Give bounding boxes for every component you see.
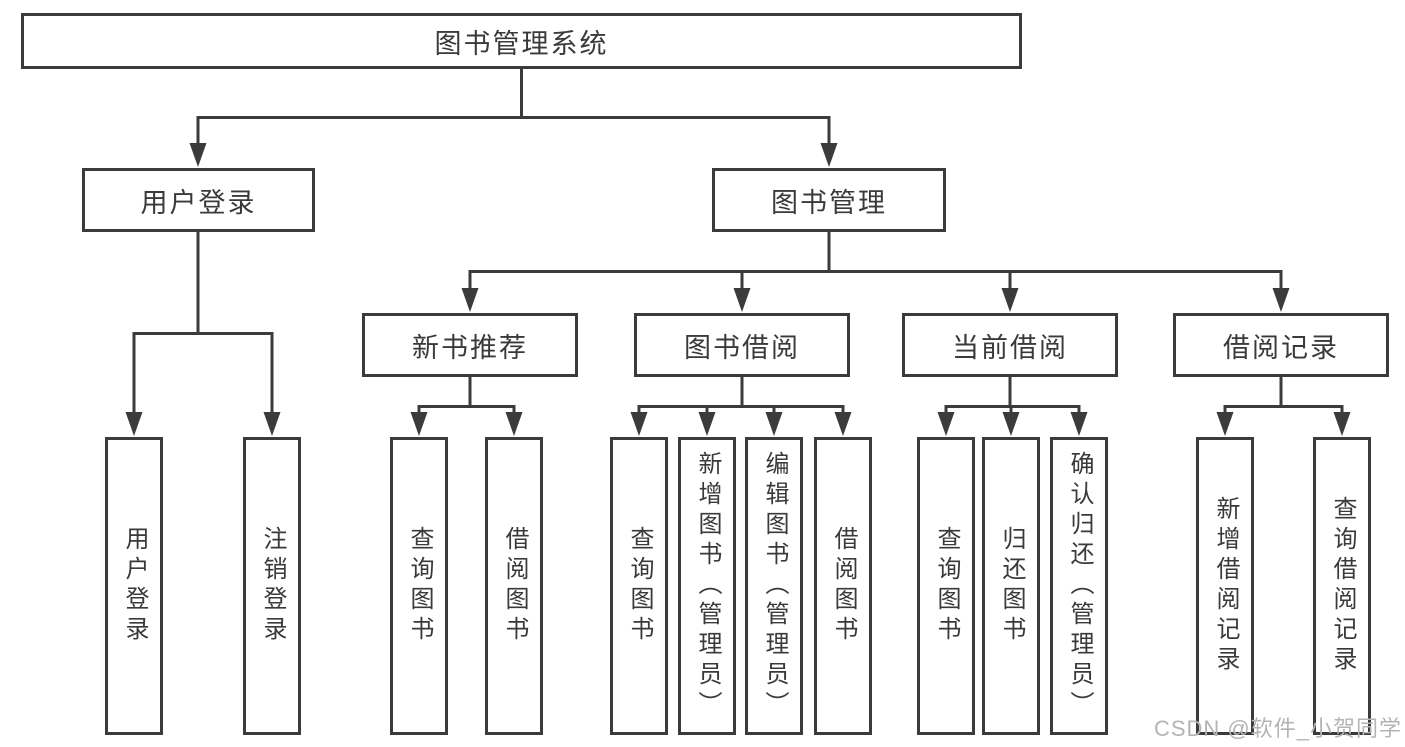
- leaf-newbook-borrow-books: 借阅图书: [485, 437, 543, 735]
- node-borrow-records: 借阅记录: [1173, 313, 1389, 377]
- arrow-down-icon: [189, 143, 207, 167]
- leaf-borrow-add-books-admin-label: 新增图书（管理员）: [694, 451, 721, 721]
- arrow-down-icon: [820, 143, 838, 167]
- arrow-down-icon: [1216, 412, 1234, 436]
- arrow-down-icon: [1272, 288, 1290, 312]
- node-user-login-label: 用户登录: [140, 187, 257, 218]
- arrow-down-icon: [698, 412, 716, 436]
- arrow-down-icon: [461, 288, 479, 312]
- leaf-current-query-books: 查询图书: [917, 437, 975, 735]
- leaf-borrow-borrow-books-label: 借阅图书: [830, 526, 857, 646]
- arrow-down-icon: [834, 412, 852, 436]
- arrow-down-icon: [1333, 412, 1351, 436]
- node-new-book-recommend-label: 新书推荐: [412, 332, 528, 363]
- leaf-borrow-query-books-label: 查询图书: [626, 526, 653, 646]
- node-book-management: 图书管理: [712, 168, 946, 232]
- node-borrow-records-label: 借阅记录: [1223, 332, 1339, 363]
- leaf-current-query-books-label: 查询图书: [933, 526, 960, 646]
- arrow-down-icon: [1002, 412, 1020, 436]
- node-root: 图书管理系统: [21, 13, 1022, 69]
- node-current-borrow: 当前借阅: [902, 313, 1118, 377]
- node-user-login: 用户登录: [82, 168, 315, 232]
- leaf-borrow-add-books-admin: 新增图书（管理员）: [678, 437, 736, 735]
- leaf-borrow-query-books: 查询图书: [610, 437, 668, 735]
- leaf-user-login: 用户登录: [105, 437, 163, 735]
- leaf-newbook-borrow-books-label: 借阅图书: [501, 526, 528, 646]
- leaf-newbook-query-books: 查询图书: [390, 437, 448, 735]
- arrow-down-icon: [1001, 288, 1019, 312]
- node-book-borrow-label: 图书借阅: [684, 332, 800, 363]
- arrow-down-icon: [263, 412, 281, 436]
- arrow-down-icon: [1070, 412, 1088, 436]
- leaf-records-add-record: 新增借阅记录: [1196, 437, 1254, 735]
- arrow-down-icon: [505, 412, 523, 436]
- leaf-records-query-record-label: 查询借阅记录: [1329, 496, 1356, 676]
- leaf-records-add-record-label: 新增借阅记录: [1212, 496, 1239, 676]
- node-current-borrow-label: 当前借阅: [952, 332, 1068, 363]
- leaf-logout-label: 注销登录: [259, 526, 286, 646]
- leaf-borrow-edit-books-admin-label: 编辑图书（管理员）: [761, 451, 788, 721]
- leaf-logout: 注销登录: [243, 437, 301, 735]
- leaf-current-confirm-return-admin-label: 确认归还（管理员）: [1066, 451, 1093, 721]
- leaf-current-return-books: 归还图书: [982, 437, 1040, 735]
- leaf-borrow-borrow-books: 借阅图书: [814, 437, 872, 735]
- leaf-current-return-books-label: 归还图书: [998, 526, 1025, 646]
- leaf-records-query-record: 查询借阅记录: [1313, 437, 1371, 735]
- arrow-down-icon: [733, 288, 751, 312]
- arrow-down-icon: [937, 412, 955, 436]
- leaf-user-login-label: 用户登录: [121, 526, 148, 646]
- leaf-borrow-edit-books-admin: 编辑图书（管理员）: [745, 437, 803, 735]
- arrow-down-icon: [630, 412, 648, 436]
- arrow-down-icon: [410, 412, 428, 436]
- leaf-current-confirm-return-admin: 确认归还（管理员）: [1050, 437, 1108, 735]
- arrow-down-icon: [765, 412, 783, 436]
- arrow-down-icon: [125, 412, 143, 436]
- node-book-management-label: 图书管理: [771, 187, 887, 218]
- node-new-book-recommend: 新书推荐: [362, 313, 578, 377]
- leaf-newbook-query-books-label: 查询图书: [406, 526, 433, 646]
- csdn-watermark: CSDN @软件_小贺同学: [1153, 716, 1402, 741]
- node-book-borrow: 图书借阅: [634, 313, 850, 377]
- node-root-label: 图书管理系统: [434, 28, 609, 59]
